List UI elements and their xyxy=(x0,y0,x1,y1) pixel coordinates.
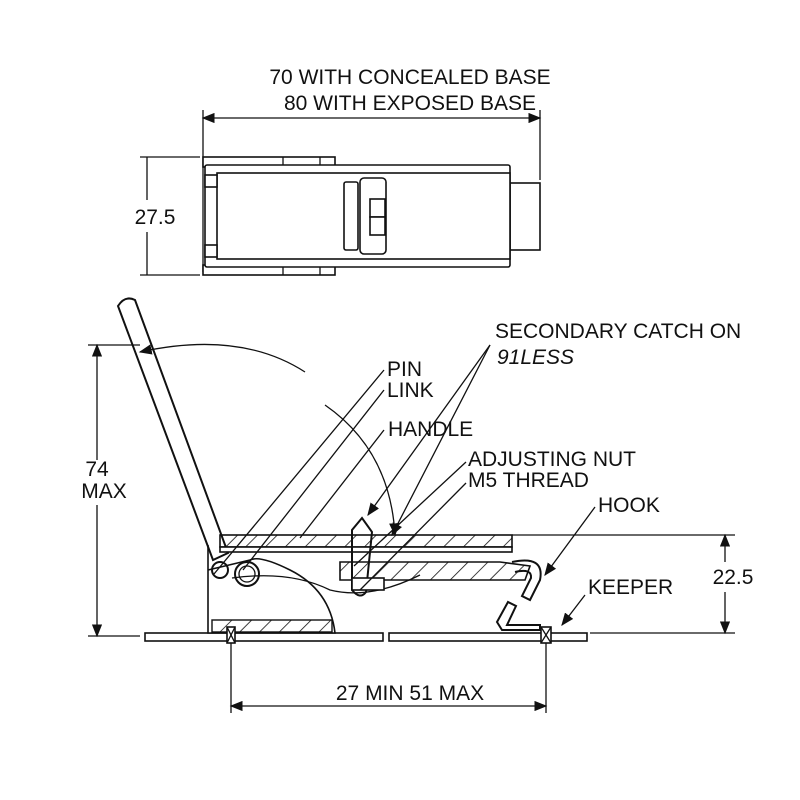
base-plate-left xyxy=(144,632,384,642)
dimension-width: 27.5 xyxy=(135,206,176,229)
dimension-exposed-base: 80 WITH EXPOSED BASE xyxy=(284,92,536,115)
top-view: 70 WITH CONCEALED BASE 80 WITH EXPOSED B… xyxy=(135,66,551,276)
adjusting-nut xyxy=(351,577,385,591)
callout-secondary-catch: SECONDARY CATCH ON xyxy=(495,320,741,343)
dimension-span: 27 MIN 51 MAX xyxy=(336,682,484,705)
callout-m5-thread: M5 THREAD xyxy=(468,469,589,492)
dimension-height: 74 xyxy=(85,458,109,481)
open-handle xyxy=(116,297,230,562)
callout-link: LINK xyxy=(387,379,434,402)
callout-pin: PIN xyxy=(387,358,422,381)
base-plate-right xyxy=(388,632,588,642)
callout-keeper: KEEPER xyxy=(588,576,673,599)
secondary-catch xyxy=(351,516,374,597)
dimension-concealed-base: 70 WITH CONCEALED BASE xyxy=(269,66,550,89)
callout-handle: HANDLE xyxy=(388,418,473,441)
dimension-closed-height: 22.5 xyxy=(713,566,754,589)
closed-handle xyxy=(219,534,513,548)
callout-secondary-catch-model: 91LESS xyxy=(497,346,574,369)
link-pivot xyxy=(234,561,260,587)
side-view: 74 MAX 22.5 27 MIN 51 MAX SECONDARY CATC… xyxy=(81,297,754,713)
callout-hook: HOOK xyxy=(598,494,660,517)
keeper xyxy=(495,600,541,631)
dimension-height-qualifier: MAX xyxy=(81,480,127,503)
hook xyxy=(511,559,542,602)
pin xyxy=(211,561,229,579)
callout-adjusting-nut: ADJUSTING NUT xyxy=(468,448,636,471)
